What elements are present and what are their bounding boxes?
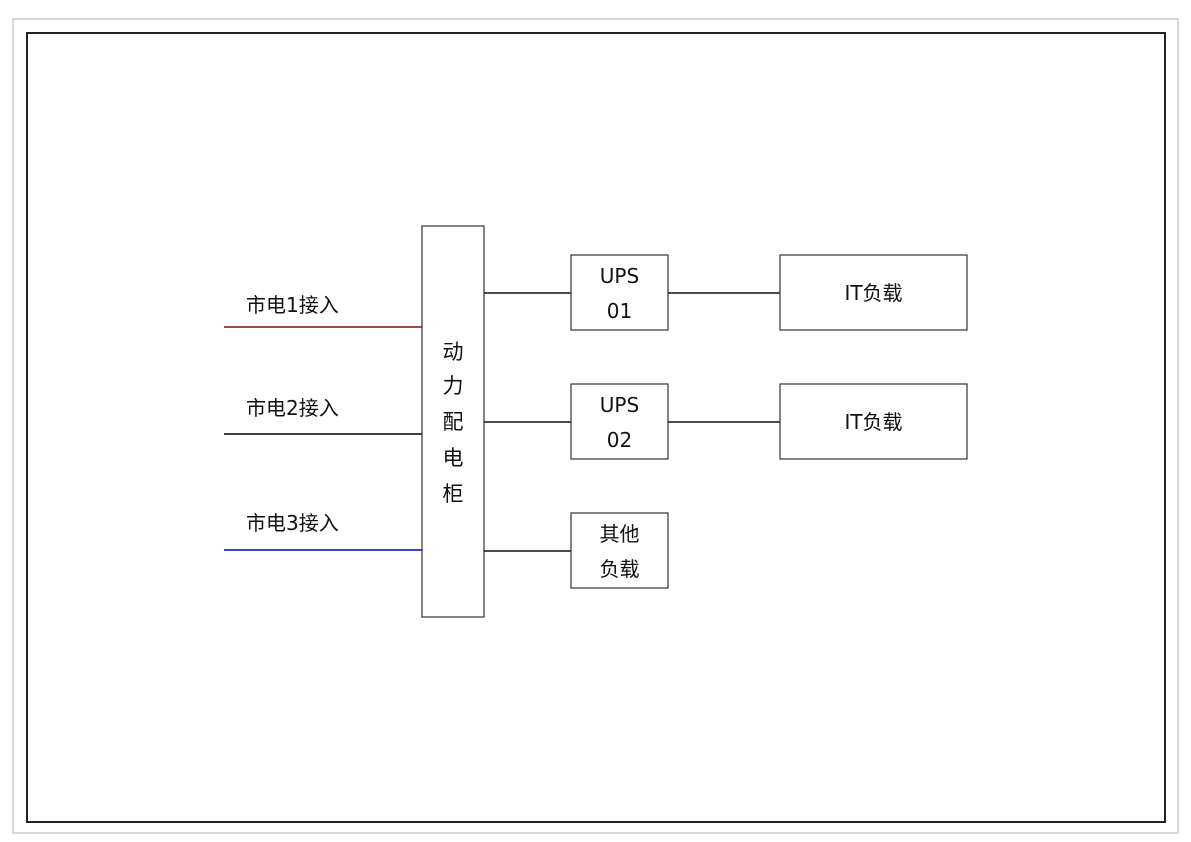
ups-01-box (570, 254, 669, 331)
ups-02-label-line1: UPS (600, 393, 639, 417)
ups-02-label-line2: 02 (607, 428, 632, 452)
cabinet-label-char-5: 柜 (443, 482, 464, 506)
cabinet-label-char-3: 配 (443, 410, 464, 434)
ups-01-label-line2: 01 (607, 299, 632, 323)
it-load-2-box (779, 383, 968, 460)
feed-label-1: 市电1接入 (246, 293, 339, 317)
feed-label-3: 市电3接入 (246, 511, 339, 535)
other-load-box (570, 512, 669, 589)
ups-02-box (570, 383, 669, 460)
feed-label-2: 市电2接入 (246, 396, 339, 420)
distribution-cabinet-box (421, 225, 485, 618)
it-load-2-label: IT负载 (844, 410, 902, 434)
cabinet-label-char-1: 动 (443, 340, 464, 364)
cabinet-label-char-4: 电 (443, 446, 464, 470)
it-load-1-box (779, 254, 968, 331)
page-outer-border (12, 18, 1179, 834)
other-load-label-line1: 其他 (600, 522, 640, 546)
it-load-1-label: IT负载 (844, 281, 902, 305)
cabinet-label-char-2: 力 (443, 374, 464, 398)
diagram-frame (26, 32, 1166, 823)
ups-01-label-line1: UPS (600, 264, 639, 288)
other-load-label-line2: 负载 (600, 557, 640, 581)
